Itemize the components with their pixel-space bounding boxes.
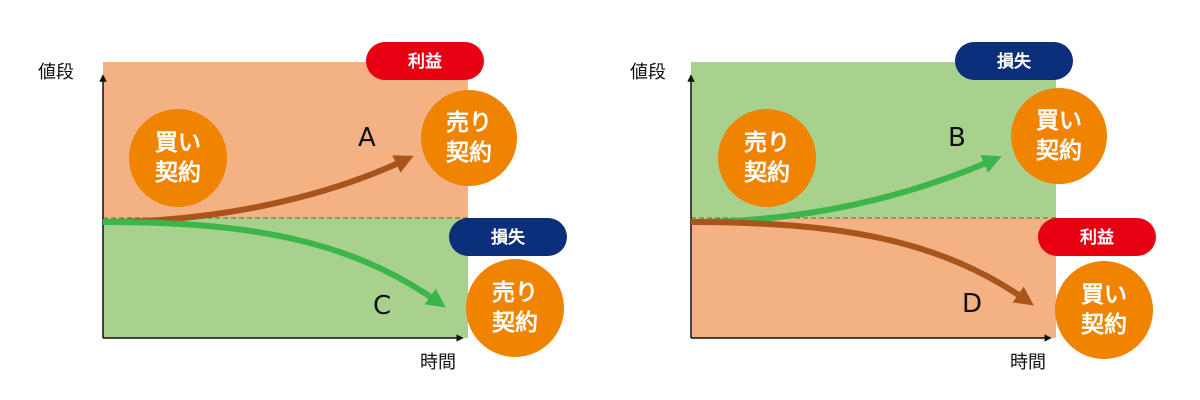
right-origin-contract-line1: 売り	[744, 130, 790, 156]
left-arrow-c	[102, 219, 446, 308]
left-x-axis-label: 時間	[420, 352, 456, 373]
left-label-c: C	[373, 291, 391, 321]
right-bottom-contract-line1: 買い	[1081, 282, 1127, 308]
right-top-contract-line1: 買い	[1036, 108, 1082, 134]
left-origin-contract: 買い 契約	[129, 109, 227, 207]
left-top-contract: 売り 契約	[421, 90, 517, 186]
left-panel: 値段 時間 A C 買い 契約 売り 契約 売り 契約 利益 損失	[38, 42, 567, 373]
left-origin-contract-line1: 買い	[155, 130, 201, 156]
left-top-contract-line2: 契約	[445, 139, 492, 166]
right-bottom-contract-line2: 契約	[1080, 311, 1127, 338]
right-arrow-d	[690, 219, 1034, 306]
right-panel: 値段 時間 B D 売り 契約 買い 契約 買い 契約 損失 利益	[630, 42, 1156, 373]
right-x-axis-label: 時間	[1010, 352, 1046, 373]
right-y-axis-label: 値段	[630, 62, 666, 83]
right-profit-pill-label: 利益	[1080, 227, 1114, 248]
left-profit-pill-label: 利益	[408, 51, 442, 72]
right-origin-contract: 売り 契約	[718, 109, 816, 207]
left-top-contract-line1: 売り	[446, 110, 492, 136]
left-origin-contract-line2: 契約	[154, 159, 201, 186]
right-label-b: B	[948, 123, 966, 153]
left-loss-pill: 損失	[449, 218, 567, 256]
left-bottom-contract-line1: 売り	[492, 280, 538, 306]
left-label-a: A	[358, 123, 376, 153]
left-profit-pill: 利益	[366, 42, 484, 80]
left-loss-pill-label: 損失	[491, 227, 526, 248]
right-profit-pill: 利益	[1038, 218, 1156, 256]
left-bottom-contract: 売り 契約	[466, 259, 564, 357]
right-label-d: D	[962, 289, 982, 319]
left-y-axis-label: 値段	[38, 62, 74, 83]
right-top-contract: 買い 契約	[1011, 88, 1107, 184]
right-loss-pill: 損失	[955, 42, 1073, 80]
right-bottom-contract: 買い 契約	[1055, 261, 1153, 359]
left-bottom-contract-line2: 契約	[491, 309, 538, 336]
right-loss-pill-label: 損失	[997, 51, 1032, 72]
right-origin-contract-line2: 契約	[743, 159, 790, 186]
right-top-contract-line2: 契約	[1035, 137, 1082, 164]
